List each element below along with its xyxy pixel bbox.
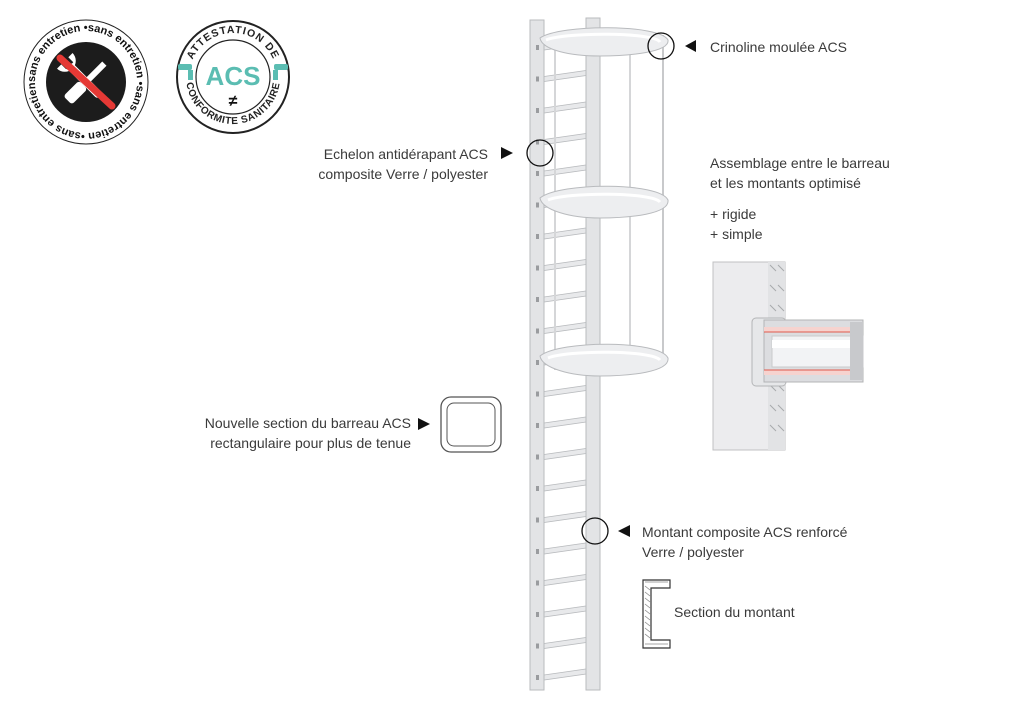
ladder-rung xyxy=(536,573,594,587)
acs-symbol: ≠ xyxy=(229,93,238,110)
ladder-rung xyxy=(536,478,594,493)
no-maintenance-badge: sans entretien •sans entretien •sans ent… xyxy=(22,18,149,145)
stile-hole xyxy=(536,454,539,460)
rung-section-icon xyxy=(440,396,502,453)
ladder-rung xyxy=(536,541,594,556)
label-echelon-line2: composite Verre / polyester xyxy=(318,166,488,182)
label-section-montant: Section du montant xyxy=(674,604,795,620)
label-section-barreau-line1: Nouvelle section du barreau ACS xyxy=(204,415,411,431)
ladder-rung xyxy=(536,132,594,146)
ladder-rung xyxy=(536,384,594,398)
stile-hole xyxy=(536,265,539,271)
ladder-rung xyxy=(536,447,594,461)
water-tap-icon xyxy=(178,64,288,80)
ladder-illustration xyxy=(529,17,669,691)
stile-hole xyxy=(536,391,539,397)
stile-hole xyxy=(536,76,539,82)
label-assemblage-line1: Assemblage entre le barreau xyxy=(710,155,890,171)
stile-hole xyxy=(536,202,539,208)
ladder-rung xyxy=(536,321,594,335)
callout-arrow-section-barreau xyxy=(418,418,430,430)
acs-center-text: ACS xyxy=(206,61,261,91)
ladder-rung xyxy=(536,258,594,272)
label-rigide: + rigide xyxy=(710,206,757,222)
stile-hole xyxy=(536,45,539,50)
assembly-detail-illustration xyxy=(712,261,864,451)
ladder-rung xyxy=(536,163,594,178)
stile-hole xyxy=(536,549,539,554)
label-simple: + simple xyxy=(710,226,763,242)
stile-hole xyxy=(536,297,539,302)
ladder-rung xyxy=(536,226,594,241)
label-montant-line1: Montant composite ACS renforcé xyxy=(642,524,848,540)
stile-hole xyxy=(536,139,539,145)
label-section-barreau-line2: rectangulaire pour plus de tenue xyxy=(210,435,411,451)
label-echelon-line1: Echelon antidérapant ACS xyxy=(323,146,488,162)
ladder-rung xyxy=(536,510,594,524)
label-echelon: Echelon antidérapant ACS composite Verre… xyxy=(290,144,488,184)
label-benefits: + rigide + simple xyxy=(710,204,763,244)
stile-holes xyxy=(536,45,539,680)
ladder-rung xyxy=(536,289,594,304)
ladder-rung xyxy=(536,636,594,650)
stile-hole xyxy=(536,675,539,680)
prohibition-slash xyxy=(56,54,116,110)
stile-hole xyxy=(536,423,539,428)
stile-hole xyxy=(536,360,539,365)
label-section-barreau: Nouvelle section du barreau ACS rectangu… xyxy=(160,413,411,453)
stile-hole xyxy=(536,612,539,617)
label-crinoline: Crinoline moulée ACS xyxy=(710,39,847,55)
acs-badge: ATTESTATION DE CONFORMITE SANITAIRE ACS … xyxy=(176,20,290,134)
stile-hole xyxy=(536,643,539,649)
stile-hole xyxy=(536,171,539,176)
stile-hole xyxy=(536,580,539,586)
label-assemblage: Assemblage entre le barreau et les monta… xyxy=(710,153,890,193)
label-montant: Montant composite ACS renforcé Verre / p… xyxy=(642,522,847,562)
label-assemblage-line2: et les montants optimisé xyxy=(710,175,861,191)
ladder-rung xyxy=(536,667,594,682)
crinoline-cage xyxy=(539,27,669,377)
stile-hole xyxy=(536,517,539,523)
stile-hole xyxy=(536,108,539,113)
stile-hole xyxy=(536,234,539,239)
stile-hole xyxy=(536,486,539,491)
callout-arrow-echelon xyxy=(501,147,513,159)
ladder-rung xyxy=(536,415,594,430)
ladder-rung xyxy=(536,69,594,83)
stile-hole xyxy=(536,328,539,334)
ladder-rung xyxy=(536,604,594,619)
ladder-rung xyxy=(536,100,594,115)
label-montant-line2: Verre / polyester xyxy=(642,544,744,560)
